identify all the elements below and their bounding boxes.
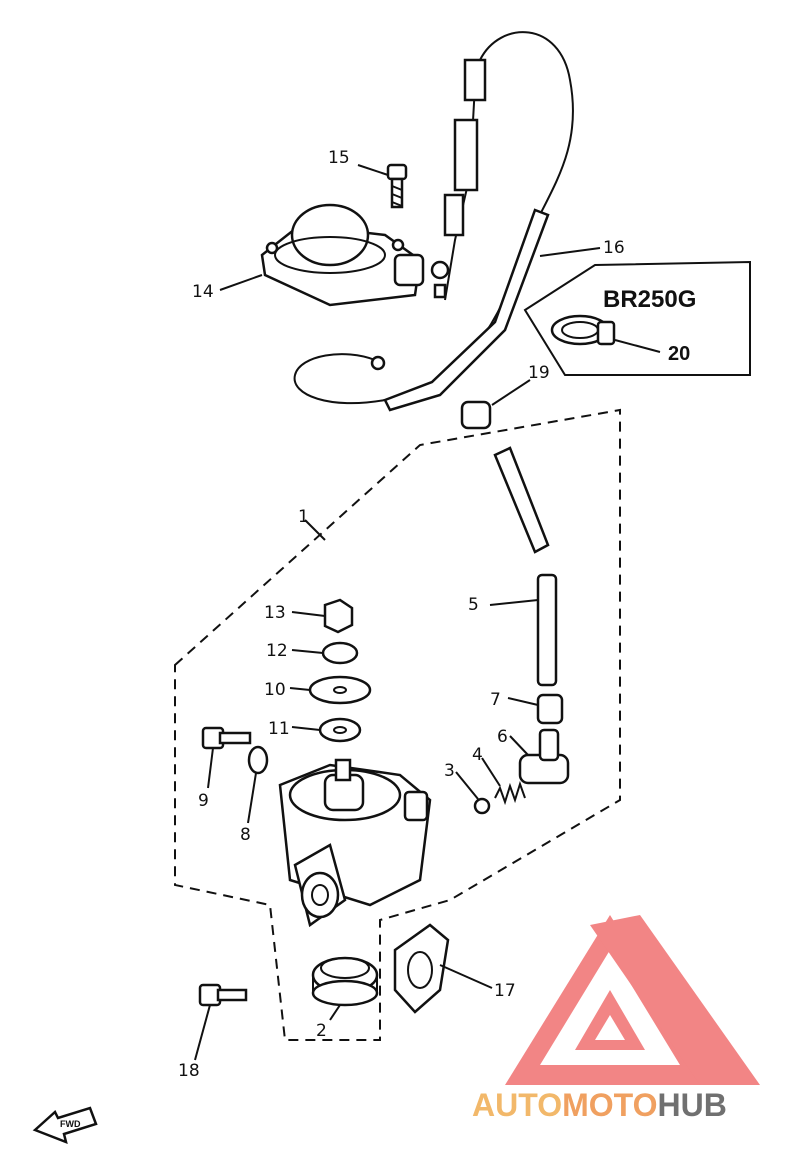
joint-19 xyxy=(460,400,492,430)
cable-adjuster xyxy=(443,193,465,237)
watermark-auto: AUTO xyxy=(472,1087,562,1123)
watermark-logo-icon xyxy=(505,915,760,1085)
callout-18: 18 xyxy=(178,1061,200,1081)
clip-end xyxy=(370,355,386,371)
gasket-17 xyxy=(393,923,450,1014)
callout-15: 15 xyxy=(328,148,350,168)
fitting-6 xyxy=(518,728,570,785)
washer-8 xyxy=(247,745,269,775)
callout-10: 10 xyxy=(264,680,286,700)
watermark-hub: HUB xyxy=(657,1087,726,1123)
joint-7 xyxy=(536,693,564,725)
cable-housing xyxy=(444,84,476,301)
cable-tip xyxy=(433,283,447,299)
clip-loop xyxy=(293,353,386,405)
callout-17: 17 xyxy=(494,981,516,1001)
bolt-9 xyxy=(201,726,252,750)
washer-11 xyxy=(318,717,362,743)
callout-14: 14 xyxy=(192,282,214,302)
seal-2 xyxy=(311,956,379,1007)
pump-body xyxy=(278,758,432,928)
spring-4 xyxy=(494,780,526,806)
cable-sleeve xyxy=(453,118,479,192)
hose-16 xyxy=(383,208,550,412)
callout-8: 8 xyxy=(240,825,251,845)
callout-20: 20 xyxy=(668,343,690,365)
callout-12: 12 xyxy=(266,641,288,661)
callout-7: 7 xyxy=(490,690,501,710)
callout-4: 4 xyxy=(472,745,483,765)
hose-5-upper xyxy=(493,446,550,554)
leader-lines xyxy=(194,164,661,1061)
clamp-20 xyxy=(550,314,616,346)
callout-6: 6 xyxy=(497,727,508,747)
hose-5-lower xyxy=(536,573,558,687)
callout-16: 16 xyxy=(603,238,625,258)
forward-arrow-icon: FWD xyxy=(32,1106,98,1145)
callout-3: 3 xyxy=(444,761,455,781)
assembly-outline xyxy=(174,408,621,1041)
callout-9: 9 xyxy=(198,791,209,811)
washer-10 xyxy=(308,675,372,705)
callout-5: 5 xyxy=(468,595,479,615)
screw-15 xyxy=(386,163,408,209)
cover-14 xyxy=(260,203,425,307)
forward-arrow-label: FWD xyxy=(60,1119,81,1129)
cable-nipple xyxy=(430,260,450,280)
callout-2: 2 xyxy=(316,1021,327,1041)
callout-19: 19 xyxy=(528,363,550,383)
washer-12 xyxy=(321,641,359,665)
ball-3 xyxy=(473,797,491,815)
bolt-18 xyxy=(198,983,248,1007)
nut-13 xyxy=(323,598,354,634)
callout-1: 1 xyxy=(298,507,309,527)
callout-13: 13 xyxy=(264,603,286,623)
cable-end xyxy=(463,58,487,102)
variant-label: BR250G xyxy=(603,286,696,313)
watermark-text: AUTOMOTOHUB xyxy=(472,1087,727,1123)
watermark-moto: MOTO xyxy=(562,1087,657,1123)
callout-11: 11 xyxy=(268,719,290,739)
variant-inset-box xyxy=(523,260,751,376)
